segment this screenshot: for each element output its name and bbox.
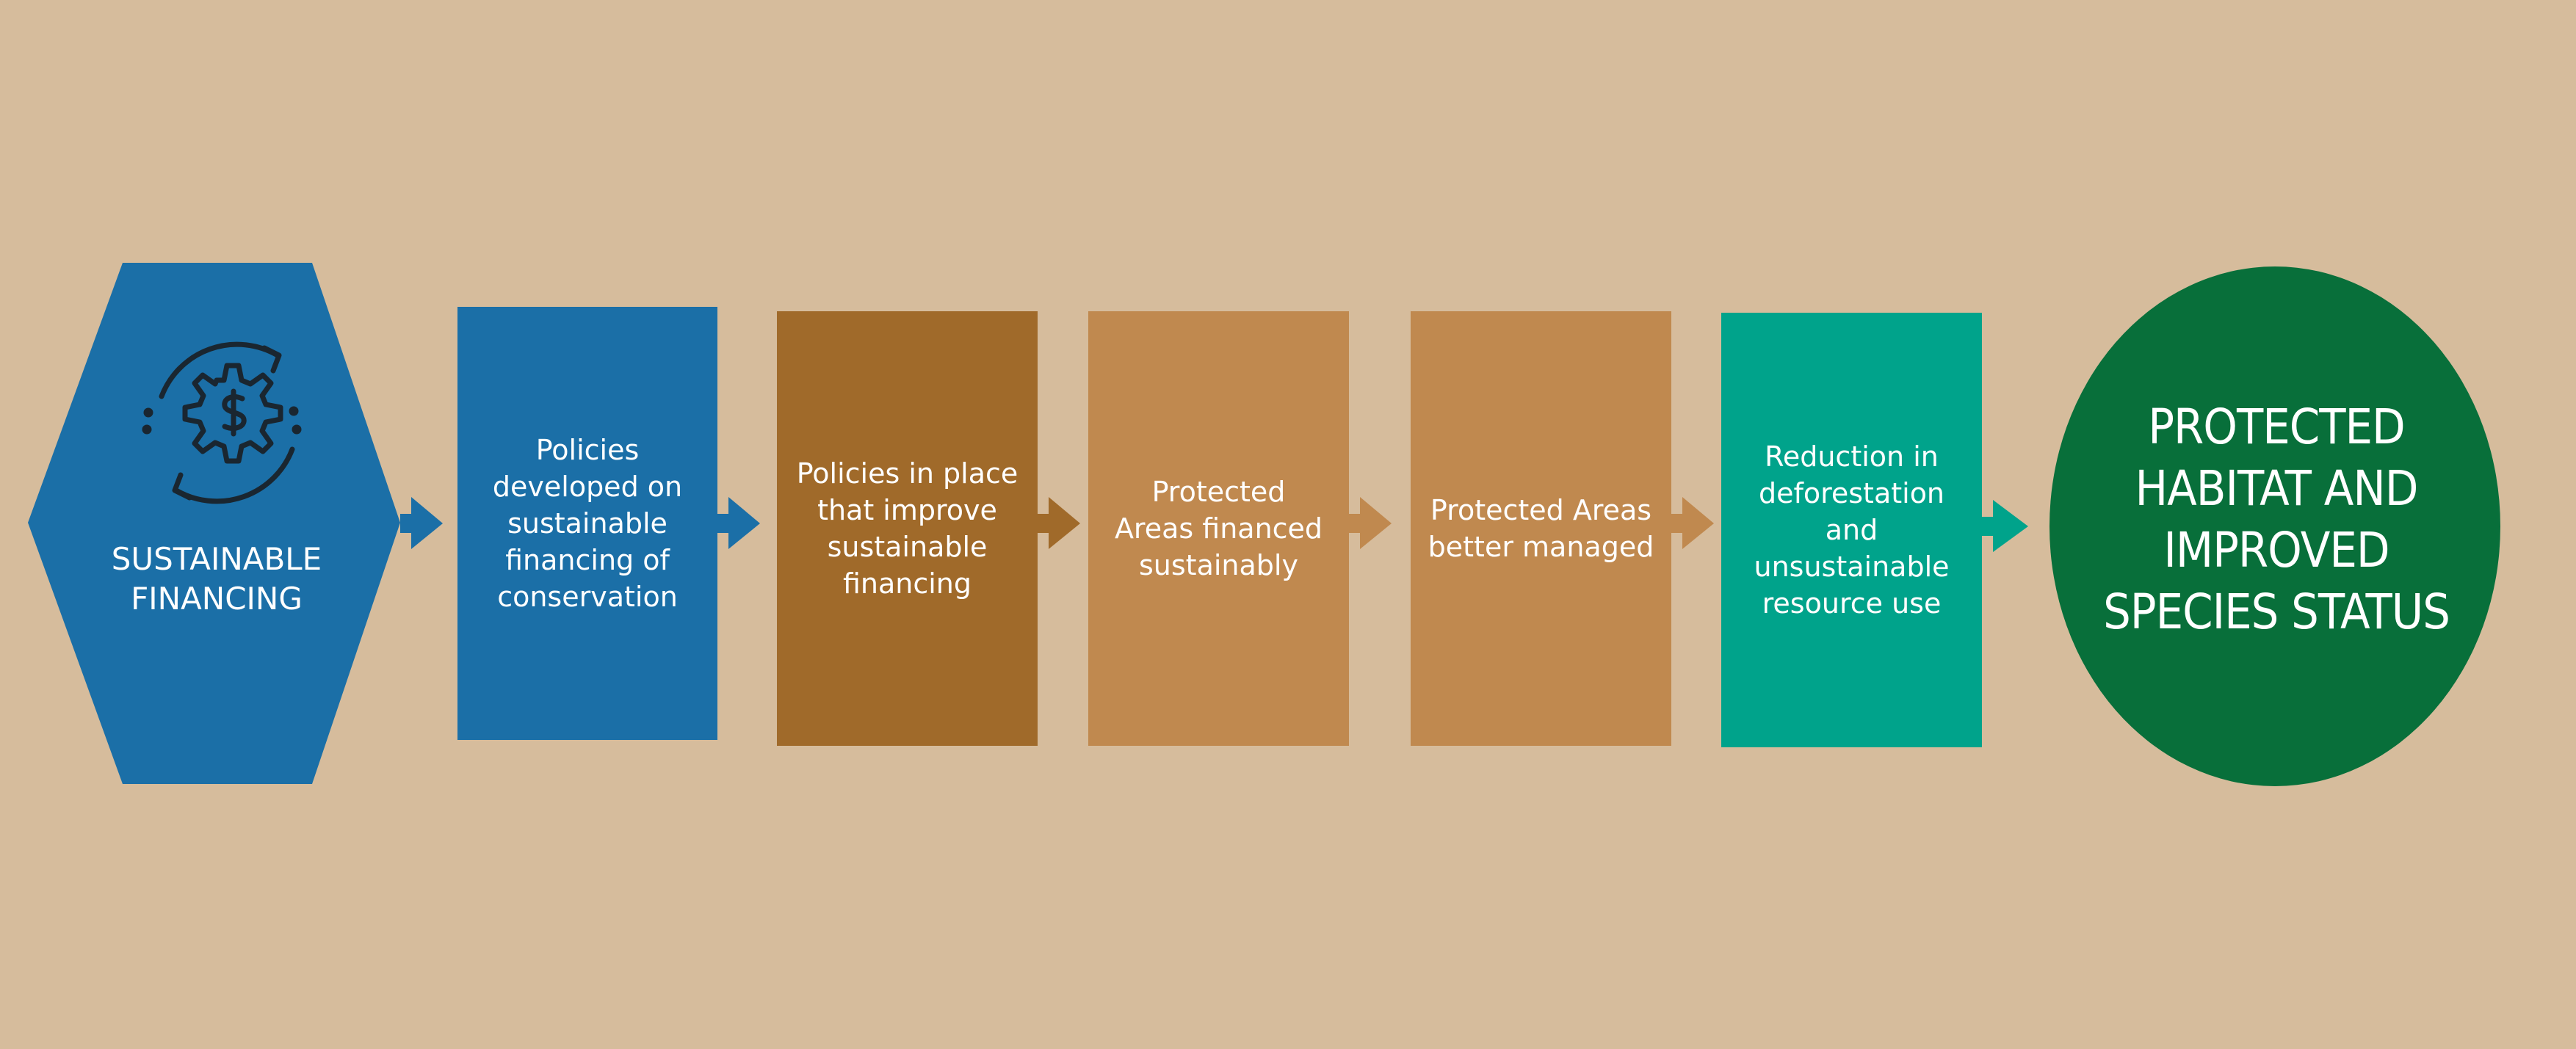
step-box-3 — [1088, 311, 1349, 746]
step-5-label: Reduction in deforestation and unsustain… — [1754, 440, 1950, 620]
step-5: Reduction in deforestation and unsustain… — [1721, 313, 1982, 747]
arrow-3 — [1038, 497, 1080, 549]
arrow-6 — [1982, 500, 2028, 552]
arrow-4 — [1349, 497, 1392, 549]
step-1: Policies developed on sustainable financ… — [457, 307, 717, 740]
step-2-label: Policies in place that improve sustainab… — [796, 457, 1019, 600]
arrow-5 — [1671, 497, 1714, 549]
step-4: Protected Areas better managed — [1411, 311, 1671, 746]
step-3-label: Protected Areas financed sustainably — [1114, 476, 1323, 581]
step-1-label: Policies developed on sustainable financ… — [492, 434, 683, 613]
step-box-5 — [1721, 313, 1982, 747]
start-label: SUSTAINABLE FINANCING — [111, 541, 322, 617]
start-hexagon — [28, 263, 400, 784]
step-2: Policies in place that improve sustainab… — [777, 311, 1038, 746]
outcome-label: PROTECTED HABITAT AND IMPROVED SPECIES S… — [2103, 399, 2450, 640]
dollar-gear-cycle-icon — [142, 341, 302, 504]
step-3: Protected Areas financed sustainably — [1088, 311, 1349, 746]
arrow-1 — [400, 497, 443, 549]
step-box-4 — [1411, 311, 1671, 746]
step-box-1 — [457, 307, 717, 740]
outcome-oval — [2049, 266, 2500, 786]
arrow-2 — [717, 497, 760, 549]
step-4-label: Protected Areas better managed — [1428, 494, 1654, 563]
step-box-2 — [777, 311, 1038, 746]
